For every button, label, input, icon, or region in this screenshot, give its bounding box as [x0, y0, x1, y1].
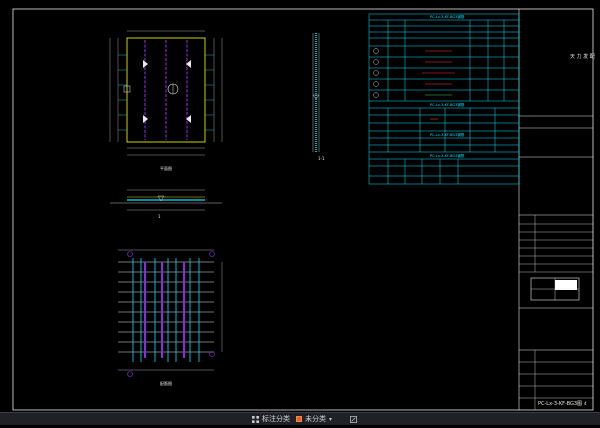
- edit-button[interactable]: [350, 414, 360, 424]
- company-name: 天 力 发 配: [570, 53, 595, 60]
- category-color-swatch: [296, 416, 302, 422]
- table4-title: PC-Lx-3-KF-BG3钢筋: [430, 153, 465, 158]
- status-bar: 标注分类 未分类 ▾: [0, 412, 600, 425]
- table3-title: PC-Lx-3-KF-BG3钢筋: [430, 132, 465, 137]
- grid-icon: [252, 415, 259, 423]
- rebar-table-group: [368, 13, 520, 185]
- category-dropdown[interactable]: 未分类 ▾: [296, 414, 332, 424]
- category-label: 未分类: [305, 415, 326, 423]
- section-view: 1-1: [312, 33, 325, 161]
- table2-title: PC-Lx-3-KF-BG3钢筋: [430, 102, 465, 107]
- rebar-plan-view: 配筋图: [118, 249, 223, 386]
- edit-icon: [350, 415, 357, 423]
- plan-view: 平面图: [109, 30, 223, 171]
- table1-title: PC-Lx-3-KF-BG3钢筋: [430, 14, 465, 19]
- section-label: 1-1: [318, 156, 325, 161]
- rebar-plan-label: 配筋图: [160, 380, 172, 386]
- plan-label: 平面图: [160, 165, 172, 171]
- drawing-number: PC-Lx-3-KF-BG3图: [538, 401, 582, 407]
- annotate-category-button[interactable]: 标注分类: [252, 414, 290, 424]
- chevron-down-icon: ▾: [329, 415, 333, 423]
- section-1-1-view: 1: [110, 189, 222, 219]
- annotate-label: 标注分类: [262, 415, 290, 423]
- sheet-number: 4: [584, 401, 587, 406]
- sheet-frame: [12, 8, 594, 411]
- section-mark: 1: [158, 214, 161, 219]
